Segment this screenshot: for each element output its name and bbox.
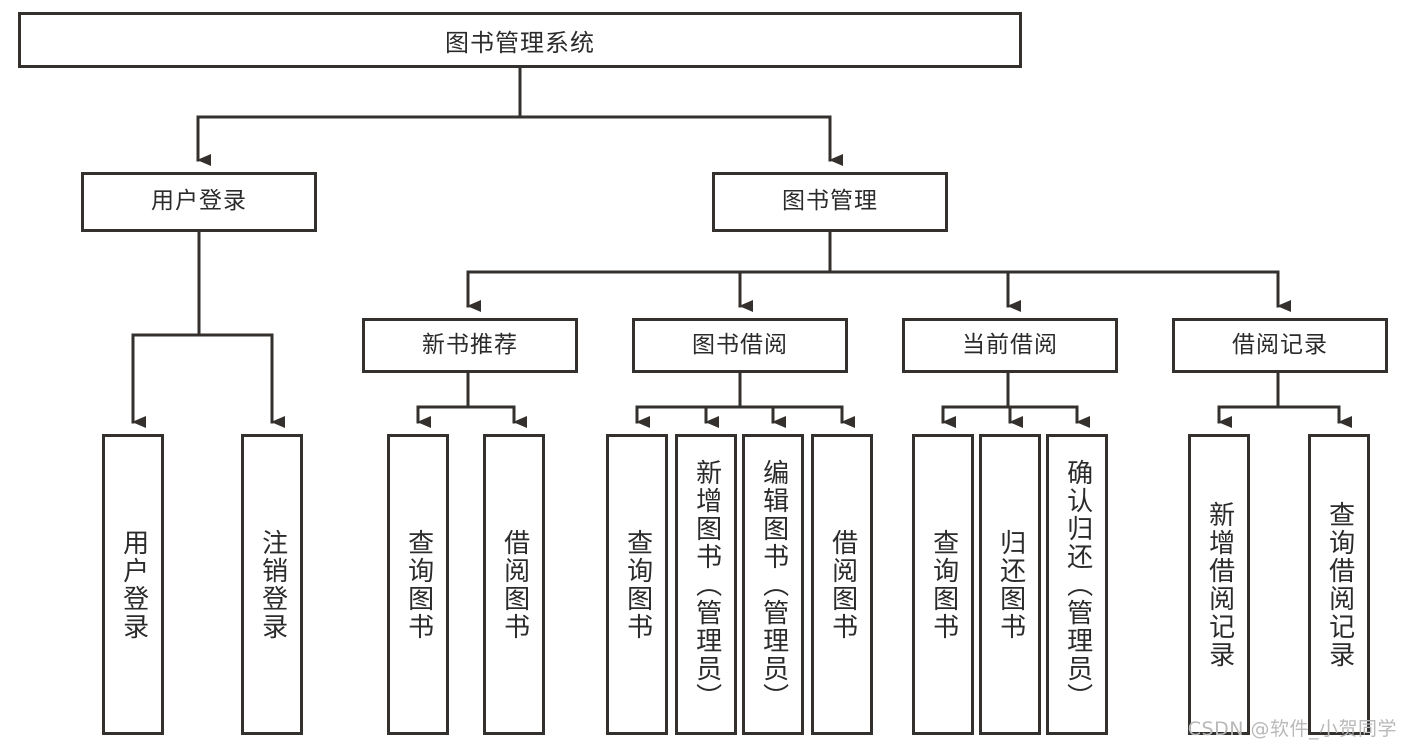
node-label: 查询图书	[928, 528, 959, 641]
node-label: 查询图书	[622, 528, 653, 641]
node-label: 用户登录	[118, 528, 149, 641]
csdn-watermark: CSDN @软件_小贺同学	[1187, 718, 1397, 740]
node-leaf-return-book[interactable]: 归还图书	[979, 434, 1041, 735]
node-label: 新书推荐	[422, 331, 518, 358]
node-label: 借阅记录	[1232, 331, 1328, 358]
node-label: 图书借阅	[692, 331, 788, 358]
node-user-login[interactable]: 用户登录	[81, 172, 317, 232]
node-root-system[interactable]: 图书管理系统	[18, 12, 1022, 68]
node-label: 归还图书	[995, 528, 1026, 641]
node-leaf-query-book-borrow[interactable]: 查询图书	[606, 434, 668, 735]
node-label: 图书管理	[782, 188, 878, 215]
node-leaf-query-borrow-record[interactable]: 查询借阅记录	[1308, 434, 1370, 735]
node-leaf-confirm-return-admin[interactable]: 确认归还（管理员）	[1046, 434, 1108, 735]
node-leaf-borrow-book[interactable]: 借阅图书	[811, 434, 873, 735]
node-leaf-logout[interactable]: 注销登录	[241, 434, 303, 735]
node-book-borrowing[interactable]: 图书借阅	[632, 318, 848, 373]
node-label: 新增借阅记录	[1204, 500, 1235, 669]
node-leaf-query-book-rec[interactable]: 查询图书	[387, 434, 449, 735]
node-leaf-add-book-admin[interactable]: 新增图书（管理员）	[675, 434, 737, 735]
node-label: 查询图书	[403, 528, 434, 641]
node-borrowing-record[interactable]: 借阅记录	[1172, 318, 1388, 373]
node-label: 新增图书（管理员）	[691, 458, 722, 711]
node-label: 借阅图书	[499, 528, 530, 641]
node-label: 用户登录	[151, 188, 247, 215]
node-leaf-add-borrow-record[interactable]: 新增借阅记录	[1188, 434, 1250, 735]
node-label: 注销登录	[257, 528, 288, 641]
node-book-management[interactable]: 图书管理	[712, 172, 948, 232]
node-label: 图书管理系统	[445, 28, 595, 57]
node-leaf-user-login[interactable]: 用户登录	[102, 434, 164, 735]
node-label: 确认归还（管理员）	[1062, 458, 1093, 711]
node-label: 当前借阅	[962, 331, 1058, 358]
node-leaf-edit-book-admin[interactable]: 编辑图书（管理员）	[742, 434, 804, 735]
node-leaf-borrow-book-rec[interactable]: 借阅图书	[483, 434, 545, 735]
node-label: 查询借阅记录	[1324, 500, 1355, 669]
node-new-book-recommendation[interactable]: 新书推荐	[362, 318, 578, 373]
node-leaf-query-book-current[interactable]: 查询图书	[912, 434, 974, 735]
node-label: 编辑图书（管理员）	[758, 458, 789, 711]
node-current-borrowing[interactable]: 当前借阅	[902, 318, 1118, 373]
node-label: 借阅图书	[827, 528, 858, 641]
